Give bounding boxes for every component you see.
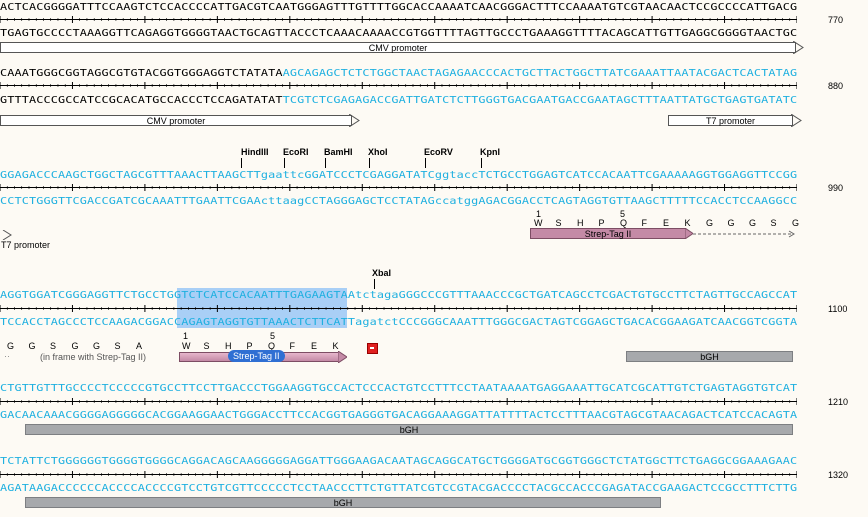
aa-index-1: 1 xyxy=(536,209,542,219)
amino-acid: G xyxy=(749,218,757,228)
dots-marker: ·· xyxy=(4,351,10,361)
feature-bgh-1[interactable]: bGH xyxy=(626,351,793,362)
amino-acid: H xyxy=(225,341,232,351)
amino-acid: W xyxy=(534,218,543,228)
feature-bgh-2[interactable]: bGH xyxy=(25,424,793,435)
seq-bottom-1100: TCCACCTAGCCCTCCAAGACGGACCAGAGTAGGTGTTAAA… xyxy=(0,317,798,328)
seq-bottom-770: TGAGTGCCCCTAAAGGTTCAGAGGTGGGGTAACTGCAGTT… xyxy=(0,28,798,39)
aa-index-5: 5 xyxy=(620,209,626,219)
seq-bottom-1210: GACAACAAACGGGGAGGGGGCACGGAAGGAACTGGGACCT… xyxy=(0,410,798,421)
amino-acid: F xyxy=(289,341,296,351)
site-xbai[interactable]: XbaI xyxy=(372,268,392,278)
position-number-770: 770 xyxy=(828,15,844,25)
seq-bottom-1320: AGATAAGACCCCCCACCCCACCCCGTCCTGTCGTTCCCCC… xyxy=(0,483,798,494)
amino-acid: S xyxy=(50,341,57,351)
ruler-990 xyxy=(0,184,797,191)
amino-acid: P xyxy=(598,218,605,228)
site-tick xyxy=(481,158,482,168)
site-tick xyxy=(284,158,285,168)
position-number-1100: 1100 xyxy=(828,304,848,314)
amino-acid: S xyxy=(114,341,121,351)
site-tick xyxy=(369,158,370,168)
feature-t7-promoter-end[interactable]: T7 promoter xyxy=(1,240,51,250)
amino-acid: G xyxy=(727,218,735,228)
site-ecori[interactable]: EcoRI xyxy=(283,147,309,157)
seq-top-990: GGAGACCCAAGCTGGCTAGCGTTTAAACTTAAGCTTgaat… xyxy=(0,170,798,181)
feature-cmv-promoter-2[interactable]: CMV promoter xyxy=(0,115,352,126)
site-tick xyxy=(325,158,326,168)
amino-acid: Q xyxy=(268,341,276,351)
amino-acid: H xyxy=(577,218,584,228)
aa-index-5: 5 xyxy=(270,331,276,341)
position-number-990: 990 xyxy=(828,183,844,193)
ruler-770 xyxy=(0,16,797,23)
amino-acid: W xyxy=(182,341,191,351)
amino-acid: K xyxy=(332,341,339,351)
seq-bottom-990: CCTCTGGGTTCGACCGATCGCAAATTTGAATTCGAActta… xyxy=(0,196,798,207)
seq-top-1320: TCTATTCTGGGGGGTGGGGTGGGGCAGGACAGCAAGGGGG… xyxy=(0,456,798,467)
seq-top-770: ACTCACGGGGATTTCCAAGTCTCCACCCCATTGACGTCAA… xyxy=(0,2,798,13)
site-kpni[interactable]: KpnI xyxy=(480,147,500,157)
seq-top-880: CAAATGGGCGGTAGGCGTGTACGGTGGGAGGTCTATATAA… xyxy=(0,68,798,79)
site-ecorv[interactable]: EcoRV xyxy=(424,147,453,157)
inframe-note: (in frame with Strep-Tag II) xyxy=(40,352,147,362)
feature-t7-promoter[interactable]: T7 promoter xyxy=(668,115,793,126)
amino-acid: G xyxy=(93,341,101,351)
seq-bottom-880: GTTTACCCGCCATCCGCACATGCCACCCTCCAGATATATT… xyxy=(0,95,798,106)
position-number-880: 880 xyxy=(828,81,844,91)
strep-tag-label[interactable]: Strep-Tag II xyxy=(228,350,285,362)
feature-strep-tag-1[interactable]: Strep-Tag II xyxy=(530,228,686,239)
site-bamhi[interactable]: BamHI xyxy=(324,147,353,157)
arrow-head-icon xyxy=(685,228,693,239)
amino-acid: Q xyxy=(620,218,628,228)
seq-top-1210: CTGTTGTTTGCCCCTCCCCCGTGCCTTCCTTGACCCTGGA… xyxy=(0,383,798,394)
dashed-arrow-icon xyxy=(693,230,795,238)
arrow-head-icon xyxy=(2,230,12,240)
arrow-head-icon xyxy=(791,114,802,127)
amino-acid: F xyxy=(641,218,648,228)
amino-acid: K xyxy=(684,218,691,228)
position-number-1320: 1320 xyxy=(828,470,849,480)
amino-acid: S xyxy=(770,218,777,228)
arrow-head-icon xyxy=(349,114,360,127)
site-tick xyxy=(425,158,426,168)
aa-index-1: 1 xyxy=(183,331,189,341)
ruler-1100 xyxy=(0,305,797,312)
amino-acid: A xyxy=(136,341,143,351)
ruler-880 xyxy=(0,82,797,89)
seq-top-1100: AGGTGGATCGGGAGGTTCTGCCTGGTCTCATCCACAATTT… xyxy=(0,290,798,301)
site-tick xyxy=(374,279,375,289)
amino-acid: G xyxy=(7,341,15,351)
arrow-head-icon xyxy=(338,351,347,363)
amino-acid: G xyxy=(71,341,79,351)
site-xhoi[interactable]: XhoI xyxy=(368,147,388,157)
amino-acid: S xyxy=(203,341,210,351)
amino-acid: S xyxy=(555,218,562,228)
site-hindiii[interactable]: HindIII xyxy=(241,147,269,157)
ruler-1210 xyxy=(0,398,797,405)
site-tick xyxy=(241,158,242,168)
amino-acid: E xyxy=(663,218,670,228)
arrow-head-icon xyxy=(793,41,804,54)
feature-bgh-3[interactable]: bGH xyxy=(25,497,661,508)
amino-acid: P xyxy=(246,341,253,351)
feature-cmv-promoter[interactable]: CMV promoter xyxy=(0,42,796,53)
amino-acid: E xyxy=(311,341,318,351)
ruler-1320 xyxy=(0,471,797,478)
amino-acid: G xyxy=(792,218,800,228)
amino-acid: G xyxy=(706,218,714,228)
stop-marker-icon[interactable] xyxy=(367,343,378,354)
position-number-1210: 1210 xyxy=(828,397,849,407)
amino-acid: G xyxy=(28,341,36,351)
